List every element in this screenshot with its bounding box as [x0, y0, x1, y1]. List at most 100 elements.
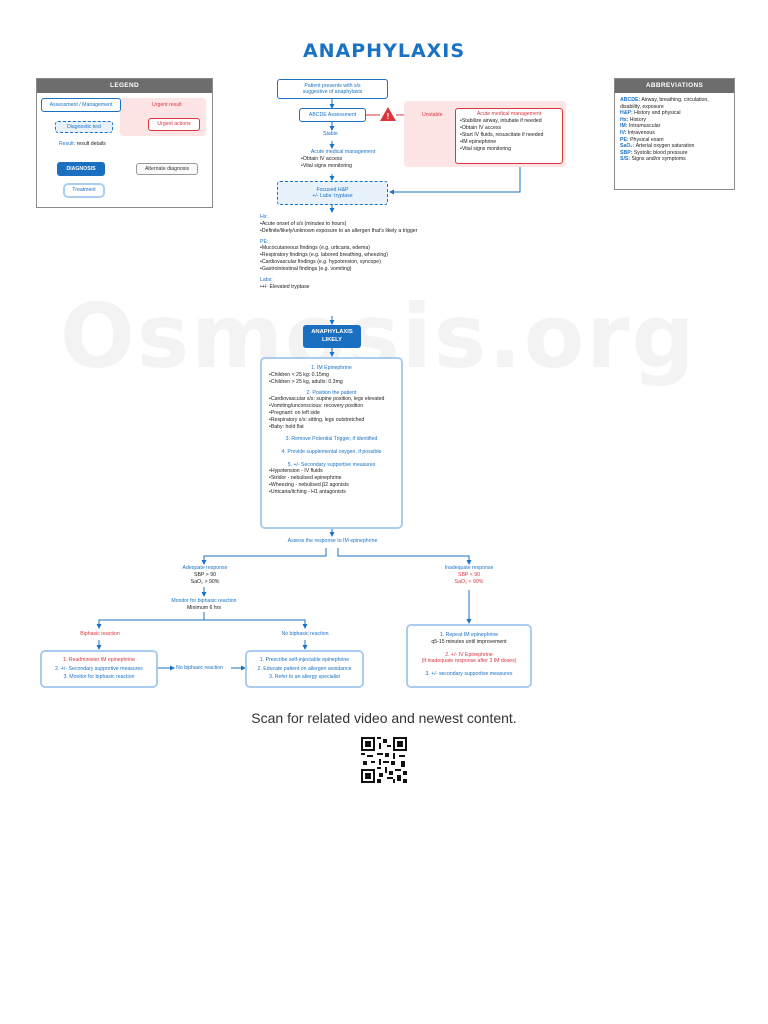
tx-step1-item: Children > 25 kg, adults: 0.3mg [269, 379, 394, 386]
stable-management-item: Obtain IV access [301, 156, 388, 163]
stable-management-item: Vital signs monitoring [301, 163, 388, 170]
biphasic-label: Biphasic reaction [80, 631, 120, 637]
legend-treatment-label: Treatment [72, 187, 96, 194]
inadequate-box: 1. Repeat IM epinephrine q5-15 minutes u… [406, 624, 532, 688]
legend-urgent-actions-label: Urgent actions [157, 121, 191, 128]
abbreviation-value: History and physical [632, 110, 681, 117]
stable-management-title: Acute medical management [310, 149, 376, 155]
labs-tryptase-label: +/- Labs: tryptase [312, 193, 353, 199]
dx-line2: LIKELY [321, 336, 343, 343]
stable-management-list: Obtain IV accessVital signs monitoring [301, 156, 388, 170]
abbreviation-item: PE: Physical exam [620, 137, 729, 144]
qr-code-icon[interactable] [361, 737, 407, 783]
tx-step2-item: Respiratory s/s: sitting, legs outstretc… [269, 417, 394, 424]
abbreviation-item: H&P: History and physical [620, 110, 729, 117]
unstable-management-item: Vital signs monitoring [460, 146, 558, 153]
legend-alternate-label: Alternate diagnosis [144, 165, 190, 172]
labs-list: +/- Elevated tryptase [260, 284, 430, 291]
abbreviation-value: Physical exam [628, 136, 664, 143]
minimum-label: Minimum 6 hrs [186, 604, 221, 611]
page-title: ANAPHYLAXIS [302, 40, 466, 62]
inadequate-step2: 2. +/- IV Epinephrine [445, 651, 493, 658]
abbreviation-key: S/S: [620, 156, 631, 163]
abcde-label: ABCDE Assessment [308, 111, 357, 118]
legend-treatment: Treatment [63, 183, 105, 198]
legend-urgent-actions: Urgent actions [148, 118, 200, 131]
pe-item: Respiratory findings (e.g. labored breat… [260, 252, 430, 259]
abbreviation-value: History [628, 116, 646, 123]
discharge-box: 1. Prescribe self-injectable epinephrine… [245, 650, 364, 688]
abbreviation-value: Arterial oxygen saturation [634, 143, 695, 150]
tx-step3: 3. Remove Potential Trigger, if identifi… [285, 435, 378, 442]
hx-label: Hx: [260, 214, 268, 220]
hp-findings: Hx: Acute onset of s/s (minutes to hours… [260, 214, 430, 291]
unstable-management-item: Stabilize airway, intubate if needed [460, 118, 558, 125]
assess-response: Assess the response to IM epinephrine [287, 538, 378, 544]
hx-list: Acute onset of s/s (minutes to hours)Def… [260, 221, 430, 235]
abbreviation-item: Hx: History [620, 117, 729, 124]
legend-urgent-result: Urgent result [152, 102, 182, 108]
legend-assessment-label: Assessment / Management [49, 101, 113, 108]
legend-result: Result: result details [59, 141, 106, 148]
adequate-label: Adequate response [182, 565, 228, 571]
tx-step2-item: Vomiting/unconscious: recovery position [269, 403, 394, 410]
abbreviations-heading: ABBREVIATIONS [615, 79, 734, 93]
abbreviation-item: SaO₂: Arterial oxygen saturation [620, 143, 729, 150]
no-biphasic-label: No biphasic reaction [281, 631, 329, 637]
abbreviation-item: IV: Intravenous [620, 130, 729, 137]
unstable-management-item: IM epinephrine [460, 139, 558, 146]
abbreviation-key: H&P: [620, 110, 633, 117]
legend-result-details: result details [76, 141, 106, 147]
legend-diagnostic-test-label: Diagnostic test [66, 123, 102, 130]
tx-step5-item: Stridor - nebulised epinephrine [269, 475, 394, 482]
abbreviation-item: ABCDE: Airway, breathing, circulation, d… [620, 97, 729, 110]
treatment-box: 1. IM Epinephrine Children < 25 kg: 0.15… [260, 357, 403, 529]
unstable-management-list: Stabilize airway, intubate if neededObta… [460, 118, 558, 153]
abbreviation-item: S/S: Signs and/or symptoms [620, 156, 729, 163]
abbreviation-key: PE: [620, 136, 629, 143]
abbreviations-panel: ABBREVIATIONS ABCDE: Airway, breathing, … [614, 78, 735, 190]
abbreviation-value: Signs and/or symptoms [630, 156, 686, 163]
adequate-sbp: SBP > 90 [194, 571, 216, 578]
biphasic-step1: 1. Readminister IM epinephrine [62, 657, 136, 663]
abbreviation-key: IV: [620, 129, 627, 136]
legend-result-label: Result: [59, 141, 76, 147]
inadequate-step2-detail: (If inadequate response after 3 IM doses… [421, 658, 517, 665]
hx-item: Definite/likely/unknown exposure to an a… [260, 228, 430, 235]
tx-step4: 4. Provide supplemental oxygen, if possi… [281, 448, 382, 455]
legend-assessment-box: Assessment / Management [41, 98, 121, 112]
no-biphasic-arrow-label: No biphasic reaction [176, 665, 224, 671]
unstable-management-title: Acute medical management [476, 111, 542, 117]
focused-hp-box: Focused H&P +/- Labs: tryptase [277, 181, 388, 205]
discharge-step1: 1. Prescribe self-injectable epinephrine [259, 657, 350, 663]
labs-item: +/- Elevated tryptase [260, 284, 430, 291]
anaphylaxis-likely-box: ANAPHYLAXIS LIKELY [303, 325, 361, 348]
abbreviation-value: Airway, breathing, circulation, disabili… [620, 97, 709, 110]
inadequate-response: Inadequate response SBP < 90 SaO₂ < 90% [424, 565, 514, 585]
monitor-label: Monitor for biphasic reaction [171, 598, 237, 604]
labs-label: Labs: [260, 277, 273, 284]
svg-text:!: ! [387, 112, 390, 121]
presents-box: Patient presents with s/s suggestive of … [277, 79, 388, 99]
inadequate-sao2: SaO₂ < 90% [454, 578, 484, 585]
pe-item: Gastrointestinal findings (e.g. vomiting… [260, 266, 430, 273]
inadequate-step3: 3. +/- secondary supportive measures [425, 671, 513, 678]
pe-list: Mucocutaneous findings (e.g. urticaria, … [260, 245, 430, 273]
pe-item: Mucocutaneous findings (e.g. urticaria, … [260, 245, 430, 252]
abbreviation-key: SBP: [620, 149, 633, 156]
abcde-box: ABCDE Assessment [299, 108, 366, 122]
inadequate-sbp: SBP < 90 [458, 571, 480, 578]
pe-item: Cardiovascular findings (e.g. hypotensio… [260, 259, 430, 266]
legend-diagnostic-test: Diagnostic test [55, 121, 113, 133]
biphasic-step2: 2. +/- Secondary supportive measures [55, 665, 143, 672]
abbreviation-value: Intramuscular [627, 123, 661, 130]
legend-diagnosis-label: DIAGNOSIS [66, 165, 96, 172]
pe-label: PE: [260, 238, 269, 245]
tx-step5-item: Urticaria/itching - H1 antagonists [269, 489, 394, 496]
tx-step1: 1. IM Epinephrine [311, 365, 352, 371]
tx-step1-list: Children < 25 kg: 0.15mgChildren > 25 kg… [269, 372, 394, 386]
stable-management: Acute medical management Obtain IV acces… [298, 149, 388, 170]
tx-step5-item: Wheezing - nebulised β2 agonists [269, 482, 394, 489]
monitor-biphasic: Monitor for biphasic reaction Minimum 6 … [150, 598, 258, 612]
focused-hp-label: Focused H&P [316, 186, 349, 193]
